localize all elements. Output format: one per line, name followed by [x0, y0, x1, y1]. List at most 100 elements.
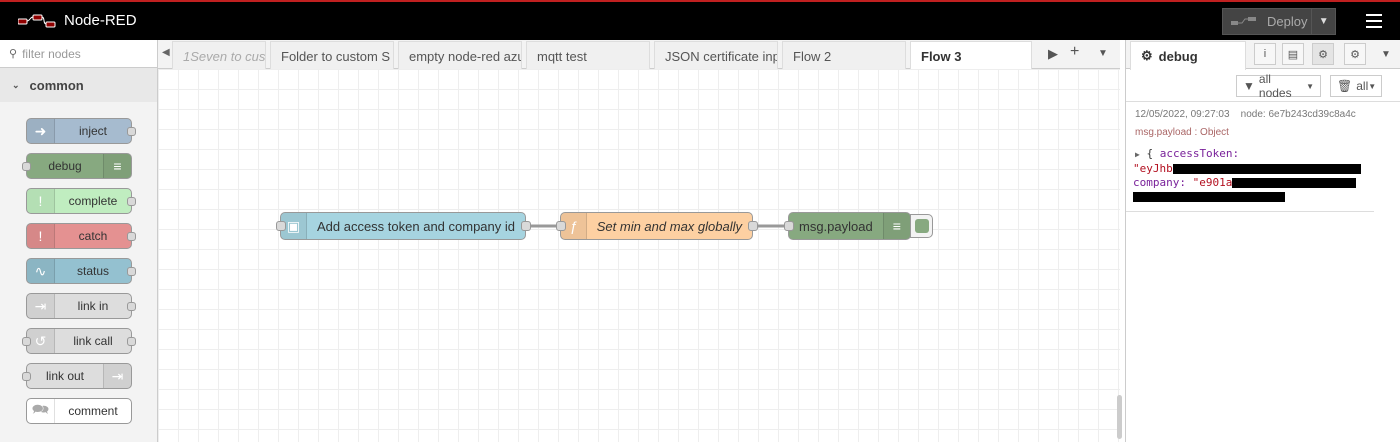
category-label: common: [29, 77, 84, 93]
flow-node-label: Set min and max globally: [596, 218, 742, 234]
link-out-icon: ⇥: [103, 364, 131, 388]
scroll-right-icon[interactable]: ▶: [1048, 46, 1058, 61]
flow-node-add-access-token[interactable]: ▣ Add access token and company id: [276, 212, 531, 240]
tab-label: mqtt test: [537, 49, 587, 64]
deploy-main[interactable]: Deploy: [1223, 9, 1311, 34]
palette-node-label: catch: [78, 229, 108, 243]
wires: [530, 224, 784, 228]
link-call-icon: ↺: [27, 329, 55, 353]
input-port[interactable]: [276, 221, 286, 231]
flow-workspace[interactable]: [158, 69, 1120, 442]
palette-node-link-call[interactable]: ↺ link call: [22, 328, 136, 354]
palette-node-link-in[interactable]: ⇥ link in: [26, 293, 136, 319]
debug-message-meta: 12/05/2022, 09:27:03 node: 6e7b243cd39c8…: [1135, 109, 1393, 120]
comment-icon: 🗪: [27, 399, 55, 423]
redacted-block: [1232, 178, 1357, 188]
redacted-block: [1133, 192, 1285, 202]
output-port[interactable]: [748, 221, 758, 231]
palette-node-label: complete: [68, 194, 118, 208]
arrow-right-icon: ➜: [27, 119, 55, 143]
palette-node-catch[interactable]: ! catch: [26, 223, 136, 249]
sidebar-menu-caret-icon[interactable]: ▼: [1381, 49, 1391, 60]
output-port[interactable]: [127, 232, 136, 241]
output-port[interactable]: [127, 127, 136, 136]
search-icon: ⚲: [9, 48, 18, 60]
node-red-logo: Node-RED: [18, 12, 137, 29]
input-port[interactable]: [784, 221, 794, 231]
palette-node-complete[interactable]: ! complete: [26, 188, 136, 214]
flow-node-set-min-max[interactable]: ƒ Set min and max globally: [556, 212, 758, 240]
input-port[interactable]: [22, 162, 31, 171]
expand-caret-icon[interactable]: ▶: [1135, 150, 1140, 159]
workspace-scrollbar[interactable]: [1117, 395, 1122, 439]
filter-placeholder: filter nodes: [22, 46, 81, 61]
payload-key: accessToken:: [1159, 147, 1240, 160]
deploy-caret-icon[interactable]: ▼: [1311, 9, 1335, 34]
debug-toggle-indicator: [914, 219, 929, 233]
tab-folder-to-custom[interactable]: Folder to custom S: [270, 41, 394, 69]
tab-label: Folder to custom S: [281, 49, 391, 64]
palette-node-inject[interactable]: ➜ inject: [26, 118, 136, 144]
input-port[interactable]: [22, 372, 31, 381]
bug-icon: ⚙: [1141, 48, 1153, 63]
message-node-id[interactable]: node: 6e7b243cd39c8a4c: [1240, 109, 1356, 120]
list-icon: ≡: [103, 154, 131, 178]
deploy-icon: [1231, 16, 1256, 25]
tab-json-certificate[interactable]: JSON certificate inp: [654, 41, 778, 69]
filter-nodes-select[interactable]: ▼ all nodes ▼: [1236, 72, 1321, 100]
filter-nodes-label: all nodes: [1258, 72, 1292, 100]
open-brace: {: [1146, 147, 1154, 160]
palette-node-comment[interactable]: 🗪 comment: [26, 398, 132, 424]
pulse-icon: ∿: [27, 259, 55, 283]
palette-node-label: link out: [45, 369, 85, 383]
tab-label: JSON certificate inp: [665, 49, 778, 64]
palette-node-label: inject: [78, 124, 107, 138]
payload-value: "eyJhb: [1133, 162, 1173, 175]
output-port[interactable]: [127, 302, 136, 311]
input-port[interactable]: [22, 337, 31, 346]
debug-toggle-button[interactable]: [910, 214, 933, 238]
palette-node-link-out[interactable]: link out ⇥: [22, 363, 132, 389]
palette-node-label: link in: [77, 299, 109, 313]
deploy-label: Deploy: [1267, 14, 1308, 29]
message-payload[interactable]: ▶ { accessToken: "eyJhb company: "e901a: [1133, 147, 1393, 204]
output-port[interactable]: [127, 197, 136, 206]
clear-messages-select[interactable]: 🗑 all ▼: [1330, 75, 1382, 97]
menu-icon[interactable]: [1366, 14, 1382, 32]
payload-value: "e901a: [1192, 176, 1233, 189]
sidebar: ⚙ debug i ▤ ⚙ ⚙ ▼ ▼ all nodes ▼ 🗑 all ▼: [1125, 40, 1400, 442]
tab-flow-3[interactable]: Flow 3: [910, 41, 1032, 70]
palette-node-debug[interactable]: debug ≡: [22, 153, 132, 179]
link-in-icon: ⇥: [27, 294, 55, 318]
palette-node-label: debug: [48, 159, 82, 173]
palette-node-status[interactable]: ∿ status: [26, 258, 136, 284]
tab-flow-2[interactable]: Flow 2: [782, 41, 906, 69]
tab-debug-label: debug: [1158, 48, 1198, 64]
info-icon[interactable]: i: [1254, 43, 1276, 65]
tab-empty-node-red[interactable]: empty node-red azu: [398, 41, 522, 69]
scroll-left-icon[interactable]: ◀: [162, 47, 170, 58]
tab-mqtt-test[interactable]: mqtt test: [526, 41, 650, 69]
tab-label: empty node-red azu: [409, 49, 522, 64]
flow-node-label: Add access token and company id: [316, 218, 515, 234]
output-port[interactable]: [127, 337, 136, 346]
flow-node-msg-payload[interactable]: msg.payload ≡: [784, 212, 911, 240]
tab-1seven[interactable]: 1Seven to custo: [172, 41, 266, 69]
gear-icon[interactable]: ⚙: [1344, 43, 1366, 65]
help-book-icon[interactable]: ▤: [1282, 43, 1304, 65]
filter-icon: ▼: [1243, 79, 1255, 93]
message-timestamp: 12/05/2022, 09:27:03: [1135, 109, 1230, 120]
category-common-header[interactable]: ⌄ common: [0, 68, 157, 102]
add-tab-icon[interactable]: +: [1070, 43, 1080, 60]
trash-icon: 🗑: [1337, 79, 1353, 93]
debug-toolbar: ▼ all nodes ▼ 🗑 all ▼: [1126, 69, 1400, 102]
deploy-button[interactable]: Deploy ▼: [1222, 8, 1336, 35]
output-port[interactable]: [127, 267, 136, 276]
filter-nodes-input[interactable]: ⚲ filter nodes: [0, 40, 157, 68]
payload-key: company:: [1133, 176, 1186, 189]
output-port[interactable]: [521, 221, 531, 231]
debug-tab-icon[interactable]: ⚙: [1312, 43, 1334, 65]
input-port[interactable]: [556, 221, 566, 231]
tab-debug[interactable]: ⚙ debug: [1130, 41, 1246, 70]
tab-menu-caret-icon[interactable]: ▼: [1098, 48, 1108, 59]
